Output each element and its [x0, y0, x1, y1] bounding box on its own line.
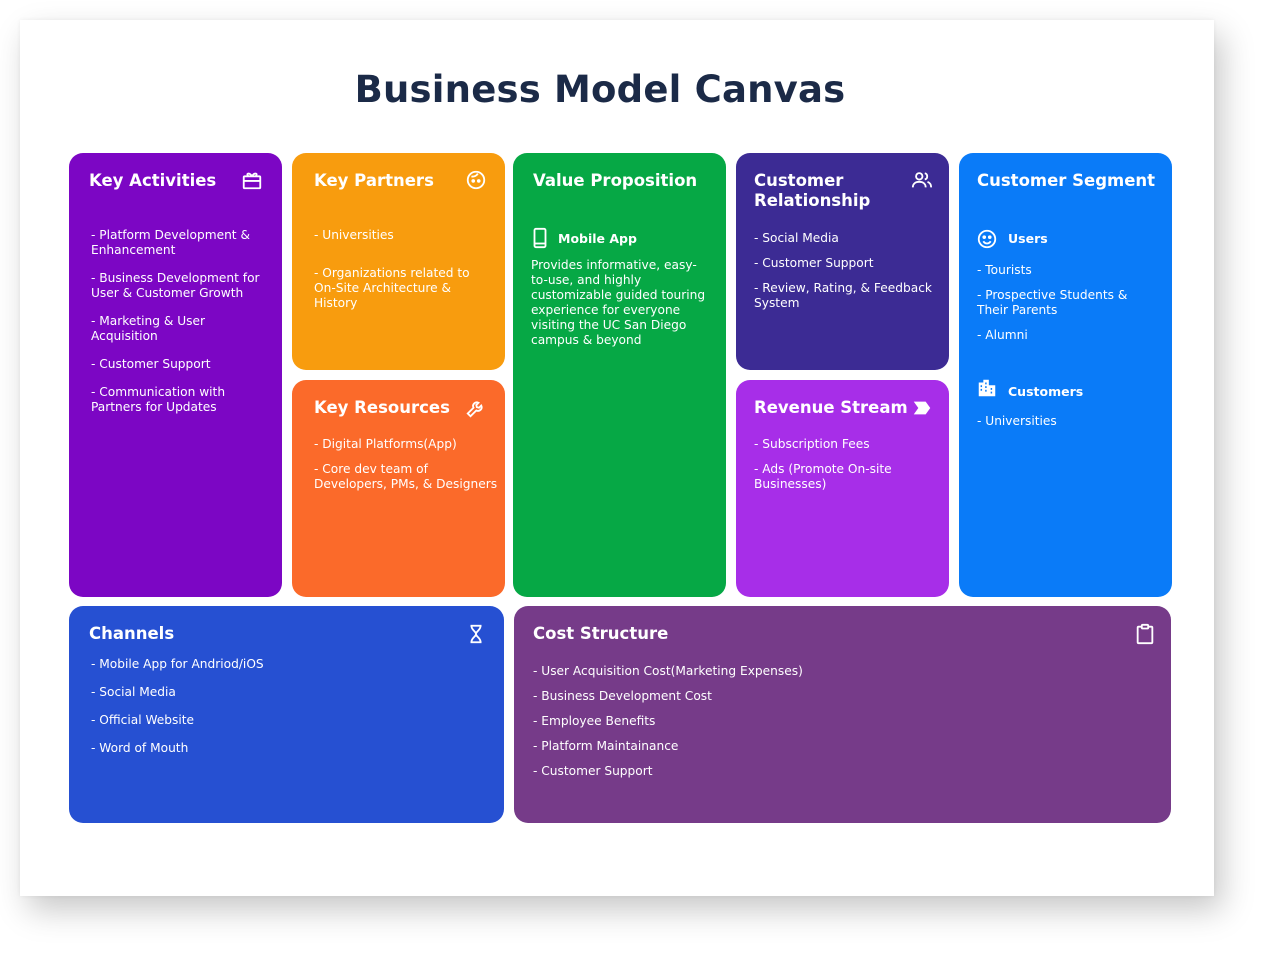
face-icon	[465, 169, 487, 191]
smartphone-icon	[529, 227, 551, 249]
list-item: - Business Development for User & Custom…	[91, 271, 260, 300]
key-activities-title: Key Activities	[89, 171, 217, 190]
value-proposition-card: Value Proposition Mobile App Provides in…	[513, 153, 726, 597]
list-item: - User Acquisition Cost(Marketing Expens…	[533, 664, 803, 678]
key-resources-title: Key Resources	[314, 398, 450, 417]
list-item: - Organizations related to On-Site Archi…	[314, 266, 470, 310]
list-item: - Word of Mouth	[91, 741, 189, 755]
list-item: - Subscription Fees	[754, 437, 870, 451]
revenue-stream-list: - Subscription Fees - Ads (Promote On-si…	[754, 437, 939, 492]
key-resources-list: - Digital Platforms(App) - Core dev team…	[314, 437, 499, 492]
revenue-stream-card: Revenue Stream - Subscription Fees - Ads…	[736, 380, 949, 597]
cost-structure-title: Cost Structure	[533, 624, 669, 643]
list-item: - Social Media	[91, 685, 176, 699]
list-item: - Employee Benefits	[533, 714, 656, 728]
smiley-icon	[976, 228, 998, 250]
hourglass-icon	[465, 623, 487, 645]
list-item: - Social Media	[754, 231, 839, 245]
list-item: - Ads (Promote On-site Businesses)	[754, 462, 892, 491]
users-subtitle: Users	[1008, 231, 1048, 246]
customer-relationship-list: - Social Media - Customer Support - Revi…	[754, 231, 939, 311]
people-icon	[911, 169, 933, 191]
customer-segment-card: Customer Segment Users - Tourists - Pros…	[959, 153, 1172, 597]
value-proposition-text: Provides informative, easy-to-use, and h…	[531, 258, 706, 347]
list-item: - Marketing & User Acquisition	[91, 314, 206, 343]
list-item: - Customer Support	[91, 357, 211, 371]
list-item: - Digital Platforms(App)	[314, 437, 457, 451]
key-activities-card: Key Activities - Platform Development & …	[69, 153, 282, 597]
list-item: - Customer Support	[533, 764, 653, 778]
mobile-app-subtitle: Mobile App	[558, 231, 637, 246]
key-partners-title: Key Partners	[314, 171, 434, 190]
list-item: - Tourists	[977, 263, 1032, 277]
list-item: - Review, Rating, & Feedback System	[754, 281, 932, 310]
users-list: - Tourists - Prospective Students & Thei…	[977, 263, 1162, 343]
gift-icon	[241, 169, 263, 191]
key-partners-list: - Universities - Organizations related t…	[314, 228, 494, 311]
cost-structure-list: - User Acquisition Cost(Marketing Expens…	[533, 664, 1133, 779]
list-item: - Core dev team of Developers, PMs, & De…	[314, 462, 498, 491]
channels-list: - Mobile App for Andriod/iOS - Social Me…	[91, 657, 471, 756]
page-title: Business Model Canvas	[354, 68, 846, 111]
list-item: - Universities	[977, 414, 1057, 428]
customer-relationship-title: Customer Relationship	[754, 171, 871, 210]
customer-relationship-card: Customer Relationship - Social Media - C…	[736, 153, 949, 370]
customers-list: - Universities	[977, 414, 1162, 429]
key-activities-list: - Platform Development & Enhancement - B…	[91, 228, 269, 415]
list-item: - Alumni	[977, 328, 1028, 342]
key-resources-card: Key Resources - Digital Platforms(App) -…	[292, 380, 505, 597]
list-item: - Platform Maintainance	[533, 739, 679, 753]
channels-title: Channels	[89, 624, 175, 643]
wrench-icon	[465, 397, 487, 419]
list-item: - Prospective Students & Their Parents	[977, 288, 1128, 317]
tag-arrow-icon	[911, 397, 933, 419]
clipboard-icon	[1134, 623, 1156, 645]
cost-structure-card: Cost Structure - User Acquisition Cost(M…	[514, 606, 1171, 823]
list-item: - Platform Development & Enhancement	[91, 228, 250, 257]
value-proposition-title: Value Proposition	[533, 171, 698, 190]
revenue-stream-title: Revenue Stream	[754, 398, 908, 417]
list-item: - Official Website	[91, 713, 195, 727]
list-item: - Customer Support	[754, 256, 874, 270]
customer-segment-title: Customer Segment	[977, 171, 1156, 190]
list-item: - Communication with Partners for Update…	[91, 385, 226, 414]
buildings-icon	[976, 377, 998, 399]
key-partners-card: Key Partners - Universities - Organizati…	[292, 153, 505, 370]
list-item: - Business Development Cost	[533, 689, 712, 703]
customers-subtitle: Customers	[1008, 384, 1084, 399]
list-item: - Mobile App for Andriod/iOS	[91, 657, 264, 671]
list-item: - Universities	[314, 228, 394, 242]
channels-card: Channels - Mobile App for Andriod/iOS - …	[69, 606, 504, 823]
